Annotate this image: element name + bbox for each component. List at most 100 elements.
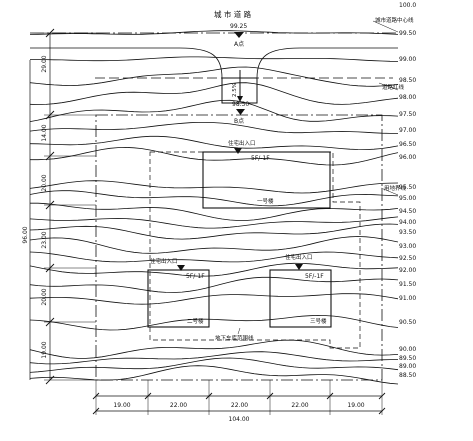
site-boundary	[95, 114, 383, 381]
left-dimension-value: 20.00	[41, 174, 48, 191]
left-dimension-value: 14.00	[41, 124, 48, 141]
contour-elevation-label: 99.50	[399, 30, 416, 37]
contour-line	[30, 56, 399, 62]
contour-lines	[29, 30, 399, 385]
contour-line	[29, 251, 399, 263]
dimension-tick	[326, 392, 334, 400]
underground-garage-label: 地下车库范围线	[215, 334, 254, 342]
contour-line	[30, 202, 399, 221]
contour-elevation-label: 96.50	[399, 141, 416, 148]
contour-elevation-label: 94.00	[399, 219, 416, 226]
point-b-elevation: 98.30	[232, 101, 249, 108]
contour-elevation-label: 91.50	[399, 281, 416, 288]
contour-elevation-label: 91.00	[399, 295, 416, 302]
building-1-outline	[202, 151, 331, 209]
road-redline-label: 道路红线	[382, 83, 405, 91]
building-2-floors: 5F/-1F	[186, 273, 205, 280]
road-edge-curve	[30, 47, 223, 79]
contour-elevation-label: 93.50	[399, 229, 416, 236]
contour-elevation-label: 95.00	[399, 195, 416, 202]
building-3-name: 三号楼	[310, 317, 327, 325]
building-2: 住宅出入口 5F/-1F 二号楼	[147, 257, 210, 328]
contour-elevation-label: 94.50	[399, 208, 416, 215]
dimension-tick	[144, 392, 152, 400]
contour-line	[29, 30, 399, 35]
left-dimension-value: 19.00	[41, 341, 48, 358]
contour-line	[29, 276, 399, 293]
contour-line	[29, 190, 399, 207]
building-2-entrance-label: 住宅出入口	[150, 257, 178, 265]
bottom-dimension-value: 22.00	[231, 402, 248, 409]
contour-line	[29, 223, 399, 240]
point-b-marker	[236, 109, 245, 115]
bottom-dimension-total: 104.00	[229, 416, 250, 423]
left-dimension-value: 20.00	[41, 288, 48, 305]
building-2-entrance-marker	[177, 265, 185, 271]
contour-line	[29, 262, 399, 277]
bottom-dimension-value: 19.00	[113, 402, 130, 409]
contour-line	[30, 146, 399, 166]
dimension-tick	[92, 407, 100, 415]
building-1-entrance-label: 住宅出入口	[228, 139, 256, 147]
underground-garage-boundary	[149, 151, 361, 349]
site-boundary-leader	[380, 187, 399, 196]
building-2-name: 二号楼	[187, 317, 204, 325]
road-edge-curve	[256, 47, 398, 79]
contour-elevation-label: 98.00	[399, 94, 416, 101]
contour-elevation-label: 100.0	[399, 2, 416, 9]
building-2-outline	[147, 269, 210, 328]
road-centerline-label: 城市道路中心线	[375, 16, 414, 24]
contour-elevation-labels: 100.0 99.50 99.00 98.50 98.00 97.50 97.00 96.50…	[399, 2, 416, 379]
contour-line	[29, 357, 399, 373]
contour-line	[29, 180, 399, 194]
contour-line	[29, 99, 399, 122]
contour-elevation-label: 97.00	[399, 127, 416, 134]
contour-line	[29, 351, 399, 365]
contour-line	[29, 293, 399, 305]
site-boundary-label: 用地界线	[384, 184, 407, 192]
dimension-tick	[378, 407, 386, 415]
building-3-entrance-marker	[295, 264, 303, 270]
dimension-tick	[266, 392, 274, 400]
contour-elevation-label: 90.00	[399, 346, 416, 353]
contour-line	[29, 122, 398, 134]
building-3-entrance-label: 住宅出入口	[285, 253, 313, 261]
dimension-tick	[378, 392, 386, 400]
dimension-tick	[92, 392, 100, 400]
contour-elevation-label: 89.00	[399, 363, 416, 370]
road-title: 城 市 道 路	[214, 9, 252, 19]
contour-elevation-label: 98.50	[399, 77, 416, 84]
contour-elevation-label: 95.50	[399, 184, 416, 191]
contour-elevation-label: 99.00	[399, 56, 416, 63]
point-a-label: A点	[234, 40, 244, 48]
ramp-slope-label: 2.5%	[232, 83, 238, 97]
point-a-elevation: 99.25	[230, 23, 247, 30]
building-3-outline	[269, 269, 332, 328]
road-redline-leader	[378, 82, 399, 91]
contour-elevation-label: 93.00	[399, 243, 416, 250]
contour-line	[29, 82, 399, 106]
contour-elevation-label: 90.50	[399, 319, 416, 326]
building-1-name: 一号楼	[257, 197, 274, 205]
underground-garage-leader	[237, 327, 241, 335]
bottom-dimension-value: 19.00	[347, 402, 364, 409]
building-3: 住宅出入口 5F/-1F 三号楼	[269, 253, 332, 328]
road-centerline-leader	[372, 20, 399, 33]
building-1: 住宅出入口 5F/-1F 一号楼	[202, 139, 331, 209]
contour-line	[29, 135, 399, 151]
contour-line	[29, 66, 399, 87]
dimension-tick	[205, 392, 213, 400]
contour-elevation-label: 96.00	[399, 154, 416, 161]
left-dimension-value: 29.00	[41, 55, 48, 72]
ramp-arrow-head	[237, 96, 243, 102]
contour-line	[29, 365, 399, 385]
contour-line	[29, 314, 399, 331]
contour-line	[29, 339, 399, 359]
contour-line	[29, 236, 399, 254]
contour-line	[29, 216, 399, 229]
contour-elevation-label: 97.50	[399, 111, 416, 118]
